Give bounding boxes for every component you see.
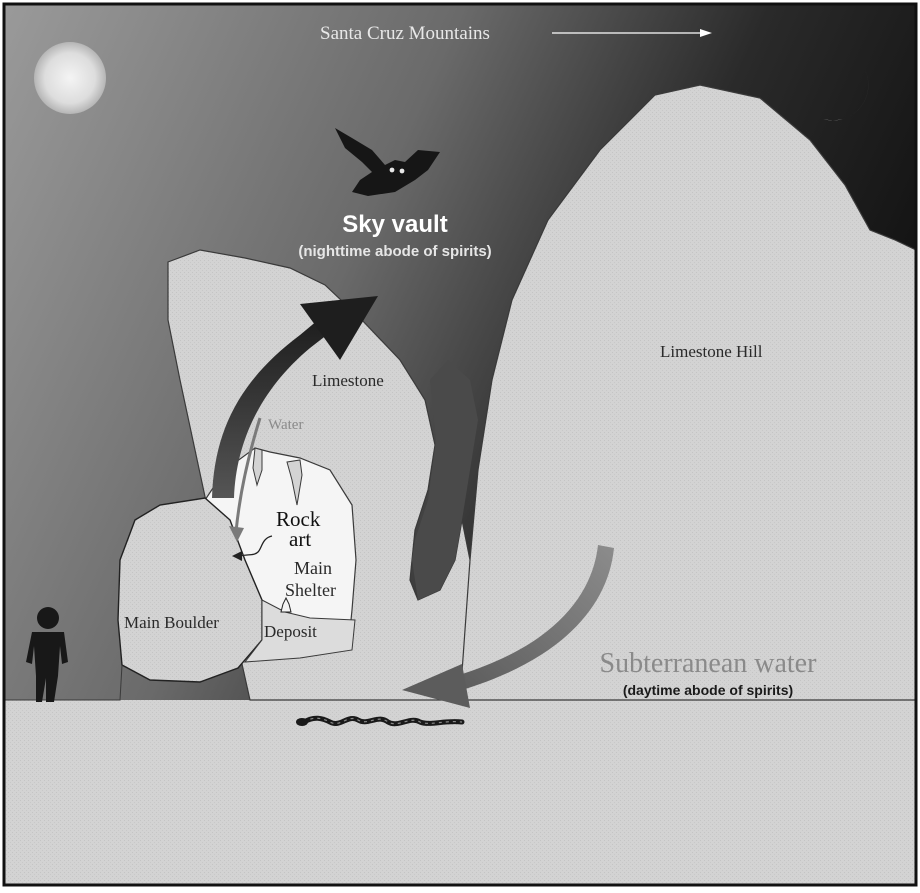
snake-icon: [296, 715, 465, 727]
rock-art-pointer: [232, 535, 273, 561]
limestone-hill: [454, 84, 917, 701]
stalactite: [286, 459, 303, 506]
deposit-label: Deposit: [264, 622, 317, 641]
subterranean-water-title: Subterranean water: [600, 648, 818, 679]
main-shelter-label-line2: Shelter: [285, 580, 336, 600]
main-boulder-label: Main Boulder: [124, 613, 219, 632]
rock-cleft: [412, 360, 478, 600]
water-label: Water: [268, 417, 303, 433]
sky-vault-title: Sky vault: [342, 211, 447, 238]
art-label: art: [289, 527, 311, 551]
limestone-hill-label: Limestone Hill: [660, 342, 763, 361]
mountains-direction-arrow: [552, 29, 712, 37]
stalactite-small: [252, 447, 263, 487]
main-shelter-label-line1: Main: [294, 558, 332, 578]
rock-label: Rock: [276, 507, 321, 531]
owl-icon: [335, 128, 440, 196]
deposit-marker: [280, 596, 292, 613]
ground-outline: [4, 664, 123, 701]
water-arrow: [229, 417, 262, 542]
sun-icon: [34, 42, 106, 114]
mountains-label: Santa Cruz Mountains: [320, 23, 490, 44]
upward-spirit-arrow: [212, 296, 378, 498]
deposit-area: [243, 599, 356, 663]
person-silhouette-icon: [26, 607, 68, 702]
sky-vault-subtitle: (nighttime abode of spirits): [298, 243, 491, 260]
limestone-label: Limestone: [312, 371, 384, 390]
ground: [4, 700, 916, 885]
subterranean-water-subtitle: (daytime abode of spirits): [623, 682, 793, 698]
downward-spirit-arrow: [402, 545, 614, 708]
